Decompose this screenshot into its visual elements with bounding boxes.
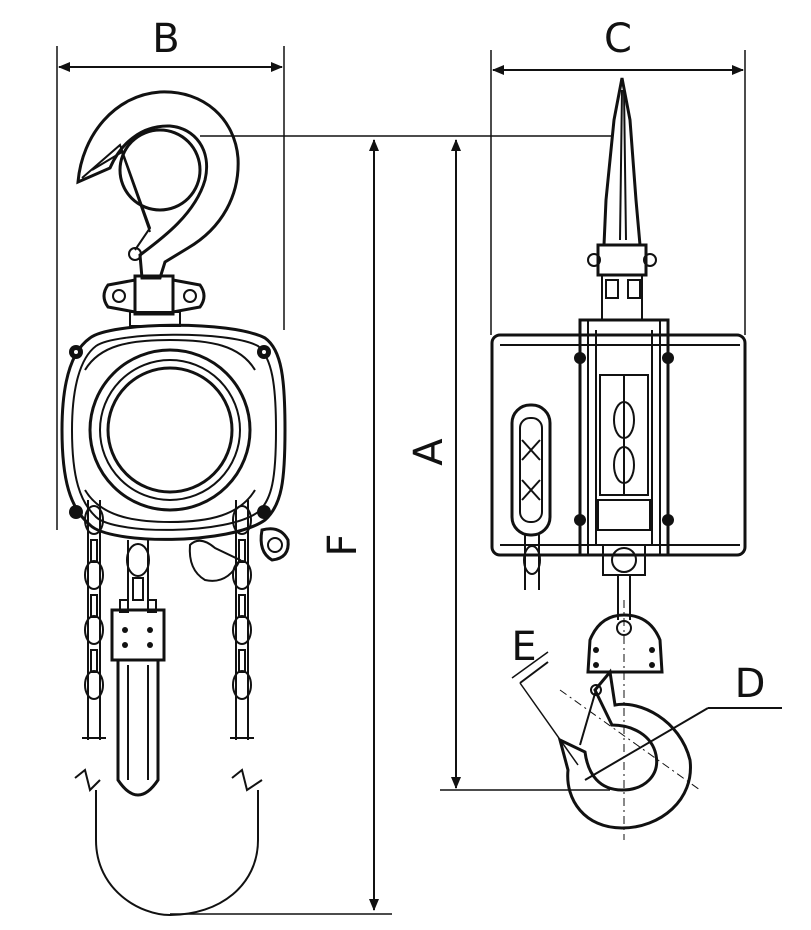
- hand-chain-left: [82, 500, 106, 740]
- side-view-hoist: [490, 77, 747, 840]
- load-chain: [110, 540, 166, 797]
- hoist-body: [60, 323, 287, 541]
- front-view-hoist: [60, 90, 290, 917]
- label-a: A: [406, 438, 452, 466]
- side-body: [490, 318, 747, 557]
- top-hook: [76, 90, 240, 280]
- label-e: E: [511, 624, 536, 670]
- side-chain-guide: [510, 403, 552, 590]
- label-d: D: [735, 661, 766, 707]
- label-b: B: [152, 16, 179, 62]
- label-c: C: [604, 16, 632, 62]
- dimension-lines: [56, 46, 782, 915]
- side-bottom-hook: [557, 545, 701, 840]
- label-f: F: [320, 533, 366, 556]
- side-top-hook: [587, 77, 657, 321]
- hook-neck: [102, 274, 206, 327]
- hand-chain-right: [230, 500, 254, 740]
